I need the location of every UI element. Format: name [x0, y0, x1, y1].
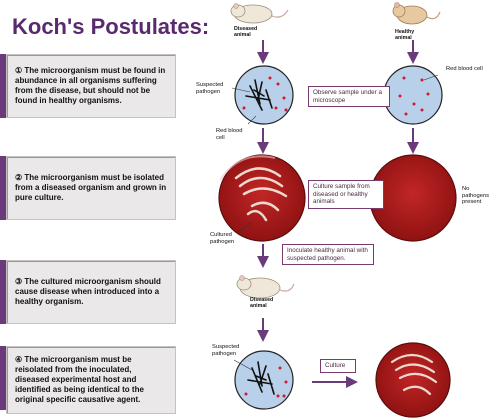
- page-title: Koch's Postulates:: [12, 14, 210, 39]
- label-red-blood-cell-left: Red blood cell: [216, 128, 243, 141]
- postulate-4-accent: [0, 346, 6, 410]
- healthy-mouse-icon: [392, 2, 441, 25]
- postulate-4-box: ④ The microorganism must be reisolated f…: [6, 346, 176, 414]
- slide-reisolated: [234, 350, 294, 410]
- label-red-blood-cell-right: Red blood cell: [446, 66, 483, 72]
- postulate-4-text: ④ The microorganism must be reisolated f…: [15, 355, 144, 404]
- postulate-1-box: ① The microorganism must be found in abu…: [6, 54, 176, 118]
- label-suspected-pathogen-1: Suspected pathogen: [196, 82, 224, 95]
- postulate-3-accent: [0, 260, 6, 324]
- note-observe: Observe sample under a microscope: [308, 86, 390, 108]
- petri-dish-final: [375, 342, 451, 418]
- postulate-1-accent: [0, 54, 6, 118]
- postulate-2-accent: [0, 156, 6, 220]
- label-no-pathogens: No pathogens present: [462, 186, 490, 206]
- postulate-1-text: ① The microorganism must be found in abu…: [15, 66, 166, 105]
- postulate-3-box: ③ The cultured microorganism should caus…: [6, 260, 176, 324]
- diseased-mouse-bottom-icon: [236, 275, 295, 299]
- postulate-3-text: ③ The cultured microorganism should caus…: [15, 277, 161, 306]
- slide-diseased: [234, 65, 294, 125]
- label-diseased-animal-top: Diseased animal: [234, 26, 258, 38]
- note-inoculate: Inoculate healthy animal with suspected …: [282, 244, 374, 266]
- petri-dish-cultured: [218, 154, 306, 242]
- label-cultured-pathogen: Cultured pathogen: [210, 232, 235, 245]
- note-culture-sample: Culture sample from diseased or healthy …: [308, 180, 384, 209]
- postulate-2-box: ② The microorganism must be isolated fro…: [6, 156, 176, 220]
- postulate-2-text: ② The microorganism must be isolated fro…: [15, 173, 167, 202]
- diseased-mouse-top-icon: [230, 3, 289, 24]
- label-suspected-pathogen-2: Suspected pathogen: [212, 344, 240, 357]
- slide-healthy: [383, 65, 443, 125]
- label-diseased-animal-bottom: Diseased animal: [250, 297, 274, 309]
- label-healthy-animal: Healthy animal: [395, 29, 415, 41]
- note-culture: Culture: [320, 359, 356, 373]
